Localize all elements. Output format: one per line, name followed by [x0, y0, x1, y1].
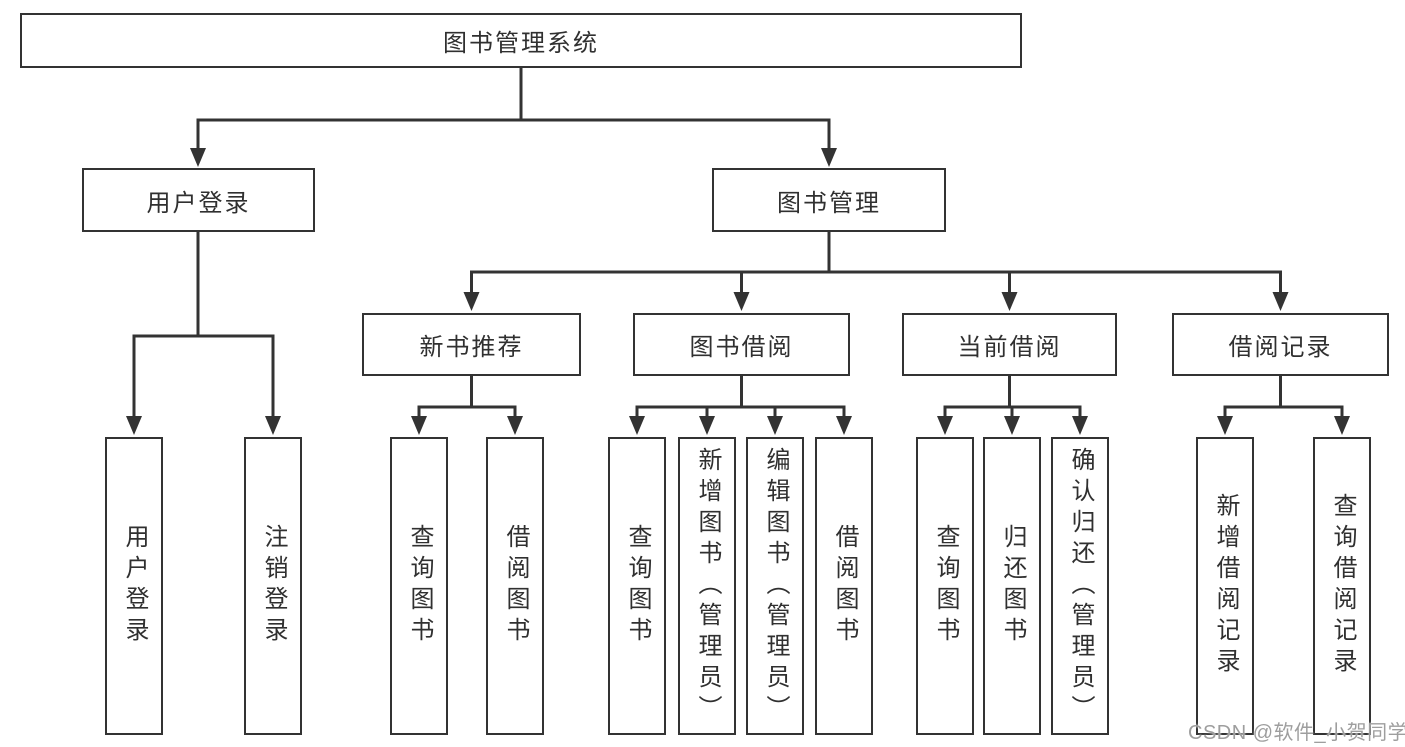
leaf-query-book-borrow: 查询图书	[608, 437, 666, 735]
leaf-edit-book-admin: 编辑图书（管理员）	[746, 437, 804, 735]
connector-user-login-to-leaves	[126, 232, 281, 435]
node-borrow-records: 借阅记录	[1172, 313, 1389, 376]
connector-current-borrow-to-leaves	[937, 376, 1088, 435]
leaf-add-borrow-record: 新增借阅记录	[1196, 437, 1254, 735]
leaf-query-book-recommend: 查询图书	[390, 437, 448, 735]
leaf-user-login: 用户登录	[105, 437, 163, 735]
connector-new-book-rec-to-leaves	[411, 376, 523, 435]
leaf-add-book-admin: 新增图书（管理员）	[678, 437, 736, 735]
node-new-book-recommend: 新书推荐	[362, 313, 581, 376]
csdn-watermark: CSDN @软件_小贺同学	[1188, 722, 1405, 744]
leaf-confirm-return-admin: 确认归还（管理员）	[1051, 437, 1109, 735]
node-user-login: 用户登录	[82, 168, 315, 232]
connector-book-mgmt-to-level3	[463, 232, 1289, 311]
connector-borrow-records-to-leaves	[1217, 376, 1350, 435]
node-current-borrow: 当前借阅	[902, 313, 1117, 376]
node-book-management: 图书管理	[712, 168, 946, 232]
connector-root-to-level2	[190, 68, 837, 167]
leaf-return-book: 归还图书	[983, 437, 1041, 735]
leaf-logout: 注销登录	[244, 437, 302, 735]
connector-book-borrow-to-leaves	[629, 376, 852, 435]
leaf-query-book-current: 查询图书	[916, 437, 974, 735]
leaf-borrow-book-recommend: 借阅图书	[486, 437, 544, 735]
leaf-borrow-book: 借阅图书	[815, 437, 873, 735]
node-system-root: 图书管理系统	[20, 13, 1022, 68]
leaf-query-borrow-record: 查询借阅记录	[1313, 437, 1371, 735]
node-book-borrow: 图书借阅	[633, 313, 850, 376]
